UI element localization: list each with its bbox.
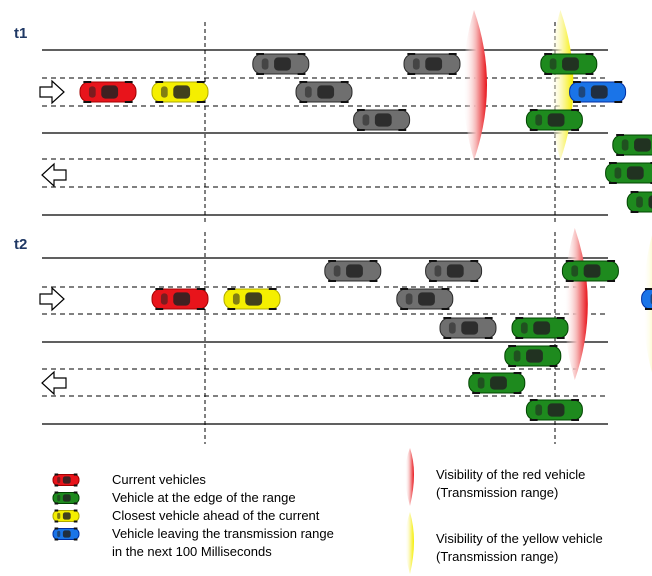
legend: Current vehicles Vehicle at the edge of …	[52, 448, 603, 574]
legend-swatches	[52, 473, 80, 541]
green-vehicle-icon	[468, 372, 526, 394]
legend-red-range-line1: Visibility of the red vehicle	[436, 467, 585, 482]
lane-arrow-right	[39, 286, 65, 312]
red-vehicle-icon	[52, 473, 80, 487]
blue-vehicle-icon	[52, 527, 80, 541]
legend-yellow-range-line1: Visibility of the yellow vehicle	[436, 531, 603, 546]
red-transmission-range	[463, 10, 487, 160]
green-vehicle-icon	[540, 53, 598, 75]
gray-vehicle-icon	[439, 317, 497, 339]
green-vehicle-icon	[504, 345, 562, 367]
legend-red-range	[405, 448, 414, 506]
yellow-vehicle-icon	[52, 509, 80, 523]
gray-vehicle-icon	[324, 260, 382, 282]
legend-leaving: Vehicle leaving the transmission range	[112, 526, 334, 541]
legend-current: Current vehicles	[112, 472, 206, 487]
lane-arrow-right	[39, 79, 65, 105]
green-vehicle-icon	[561, 260, 619, 282]
blue-vehicle-icon	[569, 81, 627, 103]
gray-vehicle-icon	[295, 81, 353, 103]
legend-ahead: Closest vehicle ahead of the current	[112, 508, 320, 523]
gray-vehicle-icon	[252, 53, 310, 75]
gray-vehicle-icon	[353, 109, 411, 131]
green-vehicle-icon	[525, 399, 583, 421]
green-vehicle-icon	[626, 191, 652, 213]
yellow-vehicle-icon	[151, 81, 209, 103]
yellow-transmission-range	[549, 10, 574, 160]
red-vehicle-icon	[151, 288, 209, 310]
panel-t1: t1	[14, 10, 652, 222]
green-vehicle-icon	[612, 134, 652, 156]
vehicles	[151, 260, 652, 421]
green-vehicle-icon	[605, 162, 652, 184]
road-lines	[42, 49, 608, 216]
red-transmission-range	[563, 228, 588, 380]
range-markers	[204, 232, 556, 444]
legend-leaving-cont: in the next 100 Milliseconds	[112, 544, 272, 559]
lane-arrow-left	[41, 162, 67, 188]
road-lines	[42, 257, 608, 425]
green-vehicle-icon	[511, 317, 569, 339]
gray-vehicle-icon	[425, 260, 483, 282]
legend-edge: Vehicle at the edge of the range	[112, 490, 296, 505]
gray-vehicle-icon	[403, 53, 461, 75]
legend-yellow-range	[405, 512, 414, 574]
legend-red-range-line2: (Transmission range)	[436, 485, 558, 500]
yellow-vehicle-icon	[223, 288, 281, 310]
panel-label: t2	[14, 236, 27, 253]
legend-yellow-range-line2: (Transmission range)	[436, 549, 558, 564]
panel-t2: t2	[14, 228, 652, 444]
red-vehicle-icon	[79, 81, 137, 103]
transmission-ranges	[463, 10, 574, 160]
lane-arrow-left	[41, 370, 67, 396]
panel-label: t1	[14, 25, 27, 42]
green-vehicle-icon	[52, 491, 80, 505]
gray-vehicle-icon	[396, 288, 454, 310]
green-vehicle-icon	[525, 109, 583, 131]
transmission-ranges	[563, 228, 652, 380]
vehicles	[79, 53, 652, 213]
blue-vehicle-icon	[641, 288, 652, 310]
